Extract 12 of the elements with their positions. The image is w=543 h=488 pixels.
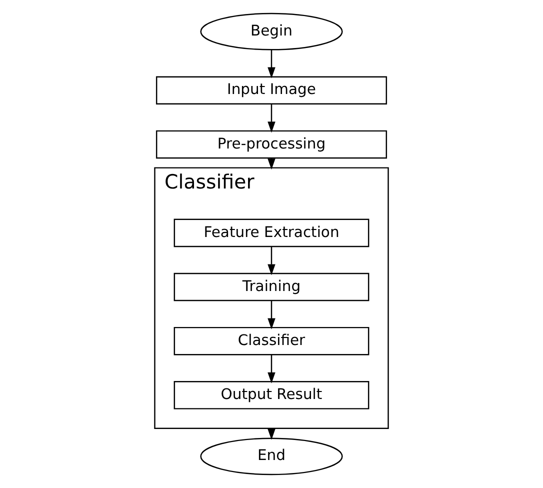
node-box: Classifier <box>174 326 370 356</box>
node-ellipse: End <box>200 438 343 476</box>
arrow <box>268 246 276 276</box>
node-box: Training <box>174 272 370 302</box>
arrow <box>268 354 276 384</box>
node-box: Feature Extraction <box>174 218 370 248</box>
arrow <box>268 104 276 133</box>
arrow <box>268 300 276 330</box>
node-box: Output Result <box>174 381 370 410</box>
node-box: Input Image <box>156 76 388 104</box>
node-ellipse: Begin <box>200 12 343 50</box>
arrow <box>268 50 276 78</box>
